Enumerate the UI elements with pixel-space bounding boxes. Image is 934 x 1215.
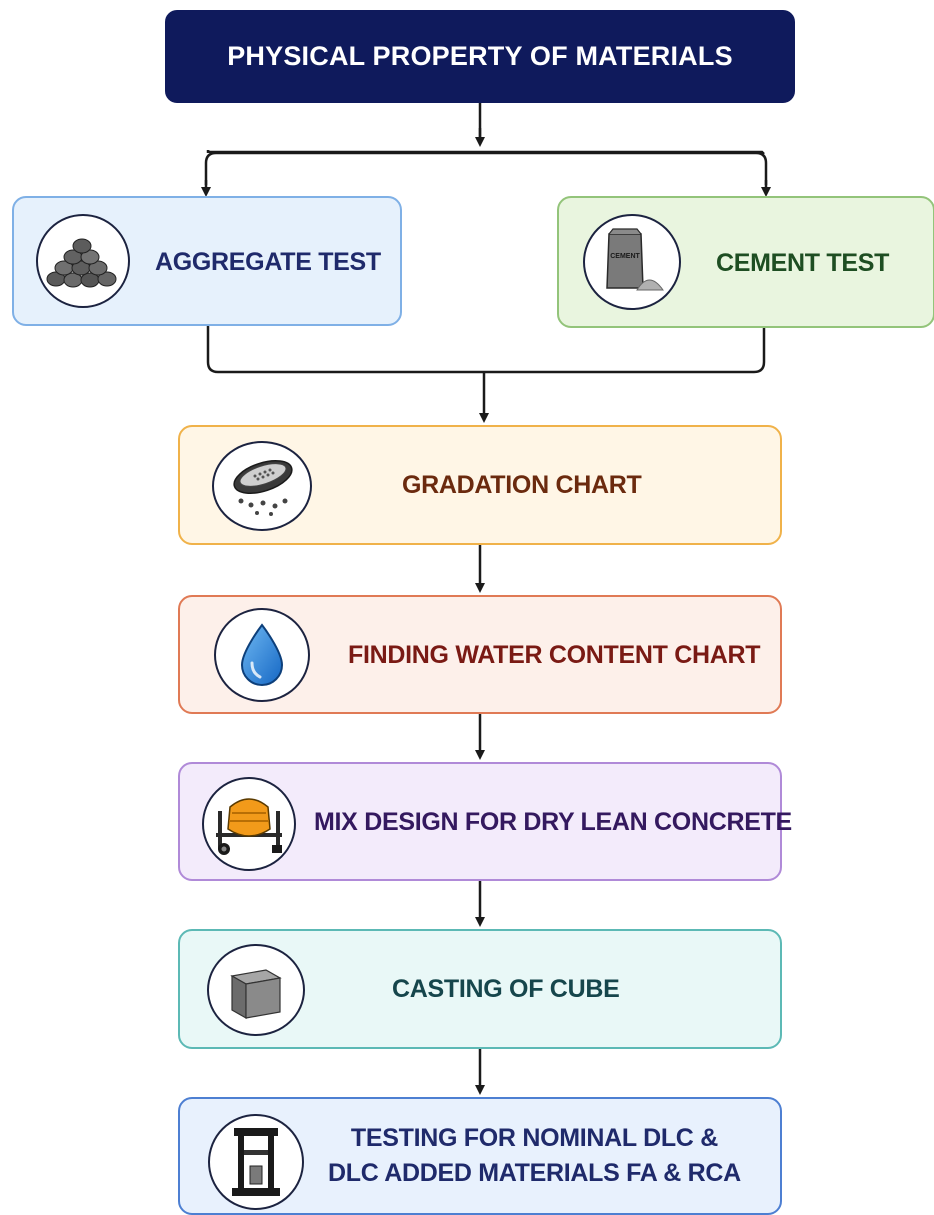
water-content-chart-label: FINDING WATER CONTENT CHART bbox=[348, 641, 761, 669]
testing-label-line2: DLC ADDED MATERIALS FA & RCA bbox=[328, 1159, 741, 1187]
casting-of-cube-node: CASTING OF CUBE bbox=[178, 929, 782, 1049]
connector-merge bbox=[206, 326, 766, 374]
gradation-chart-node: GRADATION CHART bbox=[178, 425, 782, 545]
connector-split-branch bbox=[206, 149, 765, 155]
mix-design-node: MIX DESIGN FOR DRY LEAN CONCRETE bbox=[178, 762, 792, 881]
cube-icon bbox=[207, 944, 305, 1036]
cement-bag-text: CEMENT bbox=[610, 253, 640, 260]
testing-label: TESTING FOR NOMINAL DLC & DLC ADDED MATE… bbox=[328, 1121, 741, 1191]
page-title: PHYSICAL PROPERTY OF MATERIALS bbox=[227, 41, 733, 71]
cement-test-node: CEMENT CEMENT TEST bbox=[557, 196, 934, 328]
cement-bag-icon: CEMENT bbox=[583, 214, 681, 310]
testing-node: TESTING FOR NOMINAL DLC & DLC ADDED MATE… bbox=[178, 1097, 782, 1215]
aggregate-test-node: AGGREGATE TEST bbox=[12, 196, 402, 326]
water-drop-icon bbox=[214, 608, 310, 702]
concrete-mixer-icon bbox=[202, 777, 296, 871]
mix-design-label: MIX DESIGN FOR DRY LEAN CONCRETE bbox=[314, 808, 792, 836]
water-content-chart-node: FINDING WATER CONTENT CHART bbox=[178, 595, 782, 714]
compression-testing-machine-icon bbox=[208, 1114, 304, 1210]
title-box: PHYSICAL PROPERTY OF MATERIALS bbox=[165, 10, 795, 103]
casting-of-cube-label: CASTING OF CUBE bbox=[392, 975, 620, 1003]
aggregate-stones-icon bbox=[36, 214, 130, 308]
aggregate-test-label: AGGREGATE TEST bbox=[155, 248, 381, 276]
cement-test-label: CEMENT TEST bbox=[716, 249, 890, 277]
sieve-icon bbox=[212, 441, 312, 531]
testing-label-line1: TESTING FOR NOMINAL DLC & bbox=[350, 1124, 718, 1152]
gradation-chart-label: GRADATION CHART bbox=[402, 471, 642, 499]
